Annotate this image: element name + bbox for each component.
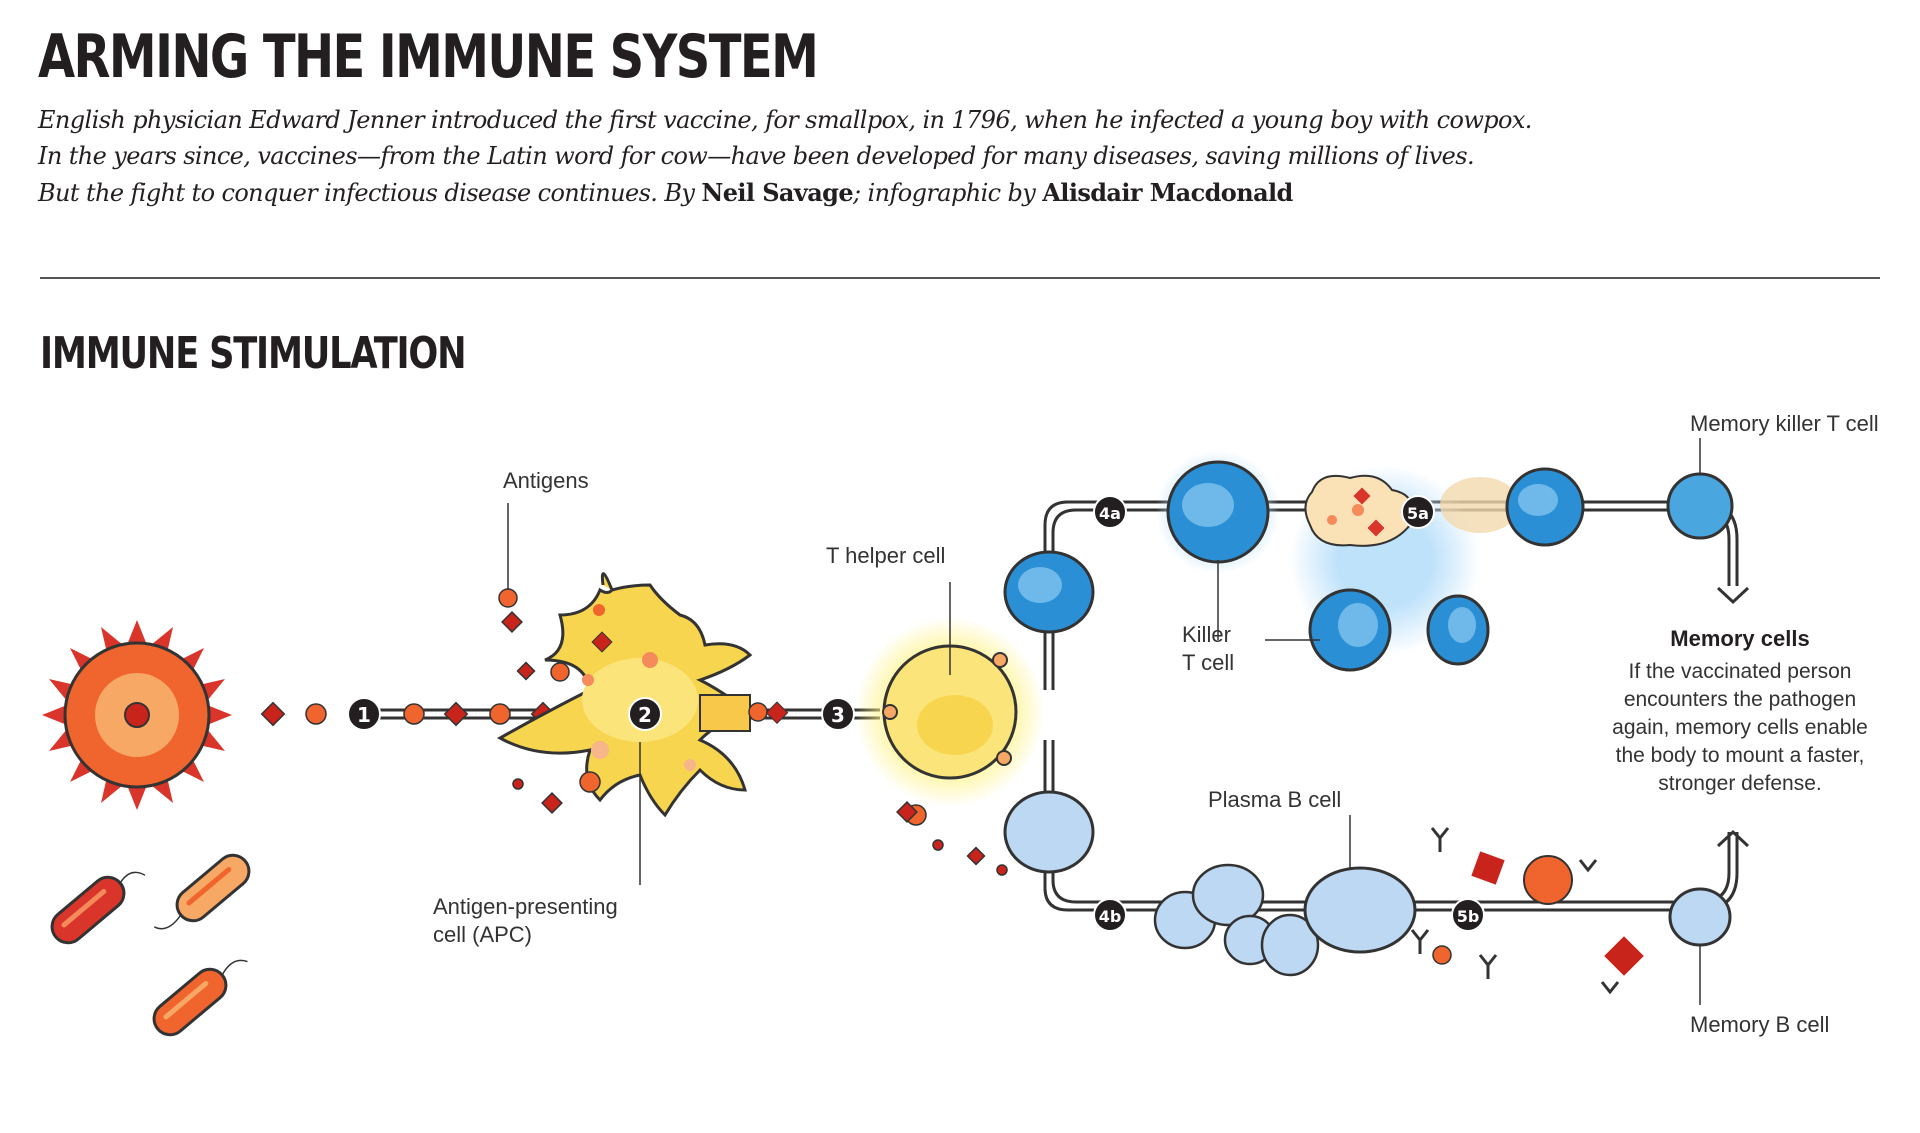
memory-line-5: stronger defense. bbox=[1658, 772, 1822, 795]
apc-cell bbox=[496, 572, 789, 818]
memory-line-2: encounters the pathogen bbox=[1623, 688, 1857, 711]
b-cells bbox=[1003, 790, 1732, 995]
t-helper-cell bbox=[855, 617, 1045, 807]
memory-line-4: the body to mount a faster, bbox=[1615, 744, 1865, 767]
bacterium-icon bbox=[50, 871, 146, 945]
divider bbox=[40, 277, 1880, 279]
step-marker-1: 1 bbox=[347, 697, 381, 731]
step-2-label: 2 bbox=[638, 703, 652, 727]
label-killer-line-1: Killer bbox=[1182, 622, 1231, 647]
author-name: Neil Savage bbox=[701, 178, 854, 207]
label-antigens: Antigens bbox=[503, 468, 589, 493]
bacterium-icon bbox=[153, 853, 251, 930]
step-marker-5a: 5a bbox=[1401, 495, 1435, 529]
step-3-label: 3 bbox=[831, 703, 845, 727]
label-memory-killer-t-cell: Memory killer T cell bbox=[1690, 411, 1879, 436]
step-marker-2: 2 bbox=[628, 697, 662, 731]
step-4b-label: 4b bbox=[1099, 907, 1122, 926]
label-t-helper-cell: T helper cell bbox=[826, 543, 946, 568]
label-apc-line-2: cell (APC) bbox=[433, 922, 533, 947]
label-apc-line-1: Antigen-presenting bbox=[433, 894, 618, 919]
step-marker-4a: 4a bbox=[1093, 495, 1127, 529]
step-4a-label: 4a bbox=[1099, 504, 1121, 523]
section-title: IMMUNE STIMULATION bbox=[40, 328, 467, 379]
intro-line-3: But the fight to conquer infectious dise… bbox=[38, 178, 1293, 207]
illustrator-name: Alisdair Macdonald bbox=[1042, 178, 1293, 207]
intro-line-2: In the years since, vaccines—from the La… bbox=[38, 142, 1475, 170]
intro-line-3-mid: ; infographic by bbox=[853, 179, 1043, 207]
page-title: ARMING THE IMMUNE SYSTEM bbox=[38, 22, 819, 92]
step-5b-label: 5b bbox=[1457, 907, 1480, 926]
memory-line-1: If the vaccinated person bbox=[1628, 660, 1852, 683]
memory-line-3: again, memory cells enable bbox=[1612, 716, 1868, 739]
step-marker-4b: 4b bbox=[1093, 898, 1127, 932]
label-killer-line-2: T cell bbox=[1182, 650, 1235, 675]
step-marker-5b: 5b bbox=[1451, 898, 1485, 932]
step-5a-label: 5a bbox=[1407, 504, 1429, 523]
step-1-label: 1 bbox=[357, 703, 371, 727]
memory-cells-description: If the vaccinated person encounters the … bbox=[1565, 658, 1915, 798]
intro-line-3-prefix: But the fight to conquer infectious dise… bbox=[38, 179, 702, 207]
memory-cells-heading: Memory cells bbox=[1670, 626, 1810, 651]
intro-line-1: English physician Edward Jenner introduc… bbox=[38, 106, 1532, 134]
step-marker-3: 3 bbox=[821, 697, 855, 731]
arrow-up-icon bbox=[1716, 829, 1750, 848]
label-plasma-b-cell: Plasma B cell bbox=[1208, 787, 1342, 812]
arrow-down-icon bbox=[1716, 586, 1750, 605]
bacterium-icon bbox=[152, 959, 248, 1037]
virus-icon bbox=[42, 620, 232, 810]
label-memory-b-cell: Memory B cell bbox=[1690, 1012, 1830, 1037]
